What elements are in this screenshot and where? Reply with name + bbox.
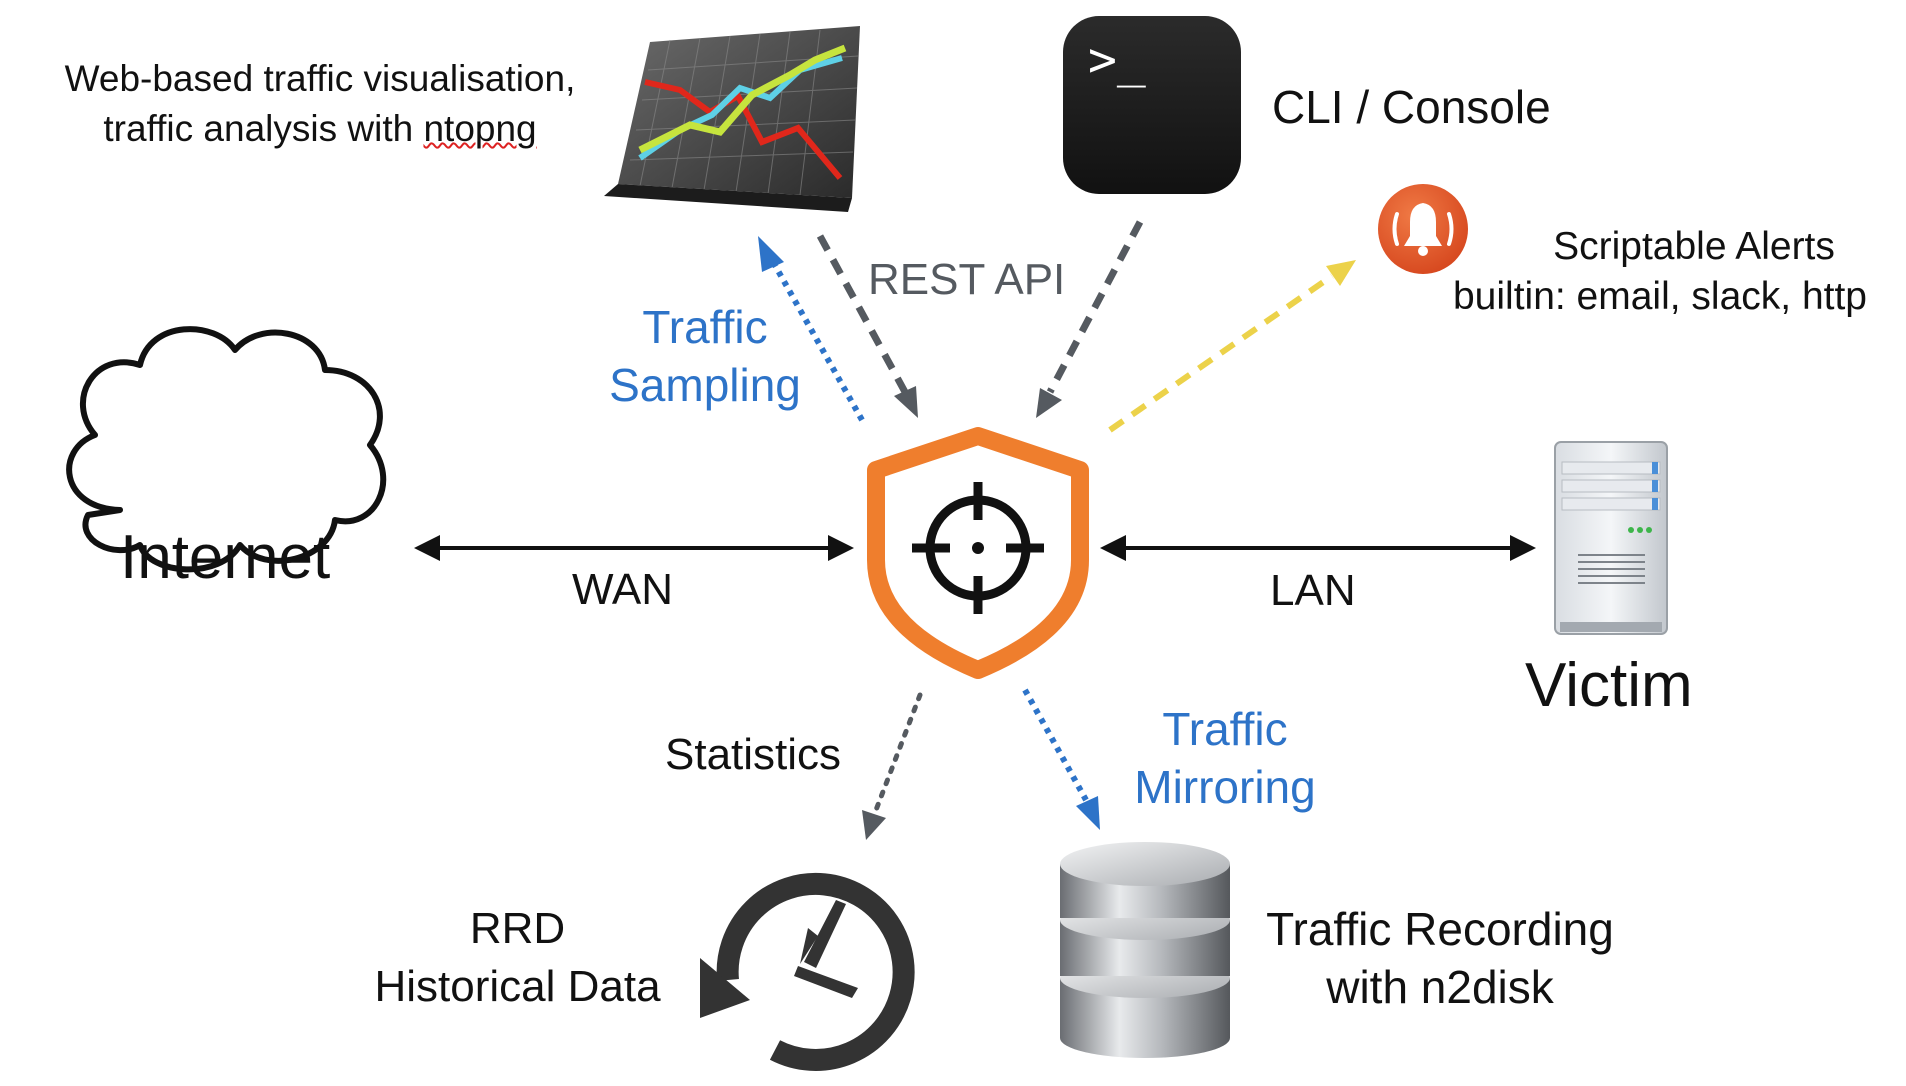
traffic-mirroring-line1: Traffic [1162, 703, 1288, 755]
victim-label: Victim [1525, 651, 1693, 720]
statistics-label: Statistics [665, 730, 842, 779]
recording-line1: Traffic Recording [1266, 903, 1614, 955]
history-clock-icon [700, 872, 915, 1071]
alerts-label: Scriptable Alerts builtin: email, slack,… [1420, 222, 1900, 322]
internet-label: Internet [120, 523, 331, 592]
svg-text:>_: >_ [1088, 32, 1146, 88]
ntopng-description-prefix: traffic analysis with [103, 108, 424, 149]
ntopng-description-line2: traffic analysis with ntopng [20, 104, 620, 154]
cli-label: CLI / Console [1272, 81, 1551, 133]
alerts-line2: builtin: email, slack, http [1452, 275, 1867, 318]
rrd-line1: RRD [469, 904, 566, 953]
rest-api-label: REST API [868, 255, 1066, 304]
recording-line2: with n2disk [1326, 961, 1554, 1013]
traffic-mirroring-label: Traffic Mirroring [1120, 700, 1330, 816]
database-icon [1060, 842, 1230, 1058]
traffic-mirroring-arrow [1022, 688, 1100, 830]
bell-icon [1378, 184, 1468, 274]
traffic-sampling-label: Traffic Sampling [600, 298, 810, 414]
lan-arrow [1100, 535, 1536, 561]
lan-label: LAN [1270, 566, 1356, 615]
ntopng-link: ntopng [423, 108, 537, 149]
wan-label: WAN [572, 565, 674, 614]
ntopng-shield-icon [867, 427, 1089, 679]
victim-server-icon [1554, 441, 1668, 635]
traffic-sampling-arrow [758, 236, 865, 422]
traffic-sampling-line1: Traffic [642, 301, 768, 353]
rest-api-arrow-left [816, 234, 918, 418]
ntopng-description-line1: Web-based traffic visualisation, [64, 58, 576, 99]
wan-arrow [414, 535, 854, 561]
statistics-arrow [862, 692, 923, 840]
terminal-icon: >_ [1063, 16, 1241, 194]
traffic-mirroring-line2: Mirroring [1134, 761, 1316, 813]
alerts-arrow [1108, 260, 1356, 433]
recording-label: Traffic Recording with n2disk [1245, 900, 1635, 1016]
rrd-line2: Historical Data [374, 962, 661, 1011]
ntopng-description: Web-based traffic visualisation, traffic… [20, 54, 620, 154]
crosshair-icon [912, 482, 1044, 614]
traffic-chart-icon [604, 26, 860, 212]
alerts-line1: Scriptable Alerts [1553, 225, 1835, 268]
traffic-sampling-line2: Sampling [609, 359, 801, 411]
rrd-label: RRD Historical Data [350, 900, 685, 1016]
internet-cloud-icon [66, 326, 387, 573]
rest-api-arrow-right [1036, 220, 1144, 418]
